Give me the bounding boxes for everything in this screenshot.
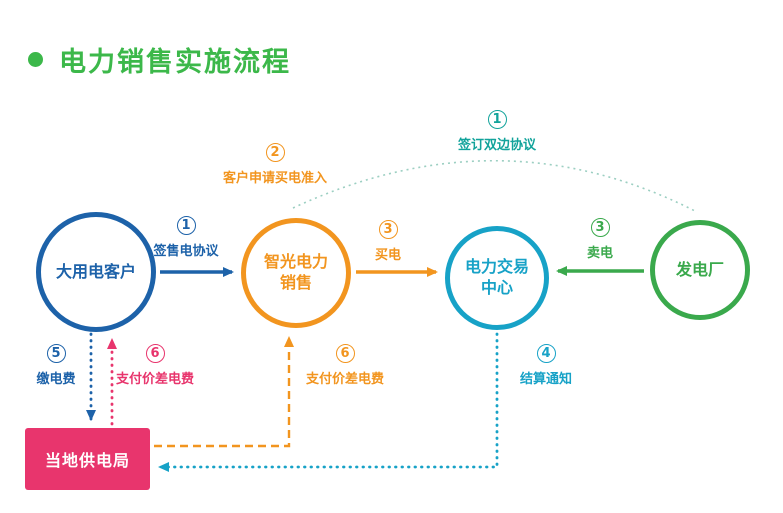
node-local-power-bureau-label: 当地供电局 <box>44 451 130 470</box>
step-number-badge: 1 <box>487 110 507 129</box>
step-number-badge: 3 <box>378 220 398 239</box>
page-title: 电力销售实施流程 <box>59 47 291 78</box>
node-power-trading-center: 电力交易 中心 <box>445 226 549 330</box>
node-local-power-bureau: 当地供电局 <box>25 428 150 490</box>
step-label: 支付价差电费 <box>115 372 194 387</box>
step-settlement-notice: 4 结算通知 <box>508 344 584 387</box>
step-sell-power: 3 卖电 <box>572 218 628 261</box>
node-power-trading-center-label: 电力交易 中心 <box>464 257 529 297</box>
page-header: 电力销售实施流程 <box>28 40 291 79</box>
step-label: 客户申请买电准入 <box>222 171 327 186</box>
step-number-badge: 6 <box>145 344 165 363</box>
step-pay-electric-fee: 5 缴电费 <box>20 344 92 387</box>
step-label: 缴电费 <box>36 372 76 387</box>
node-large-power-customer: 大用电客户 <box>36 212 156 332</box>
title-bullet-icon <box>28 52 43 67</box>
node-power-plant: 发电厂 <box>650 220 750 320</box>
step-customer-apply-access: 2 客户申请买电准入 <box>203 143 347 186</box>
step-number-badge: 3 <box>590 218 610 237</box>
node-power-plant-label: 发电厂 <box>675 259 724 279</box>
arrow-pay-diff-to-seller <box>154 336 294 448</box>
step-number-badge: 1 <box>176 216 196 235</box>
step-number-badge: 6 <box>335 344 355 363</box>
step-bilateral-agreement: 1 签订双边协议 <box>437 110 557 153</box>
step-label: 买电 <box>374 248 401 263</box>
step-pay-price-diff-pink: 6 支付价差电费 <box>107 344 203 387</box>
step-pay-price-diff-orange: 6 支付价差电费 <box>297 344 393 387</box>
step-buy-power: 3 买电 <box>360 220 416 263</box>
step-label: 签售电协议 <box>153 244 219 259</box>
node-large-power-customer-label: 大用电客户 <box>55 261 136 281</box>
step-label: 结算通知 <box>519 372 572 387</box>
step-label: 支付价差电费 <box>305 372 384 387</box>
arrow-settlement-notice <box>158 332 499 472</box>
step-label: 签订双边协议 <box>457 138 536 153</box>
arc-bilateral-agreement <box>292 159 696 212</box>
step-sign-sale-agreement: 1 签售电协议 <box>144 216 228 259</box>
node-zhiguang-power-sales-label: 智光电力 销售 <box>263 252 328 292</box>
step-number-badge: 5 <box>46 344 66 363</box>
step-number-badge: 2 <box>265 143 285 162</box>
node-zhiguang-power-sales: 智光电力 销售 <box>241 218 351 328</box>
step-number-badge: 4 <box>536 344 556 363</box>
step-label: 卖电 <box>586 246 613 261</box>
